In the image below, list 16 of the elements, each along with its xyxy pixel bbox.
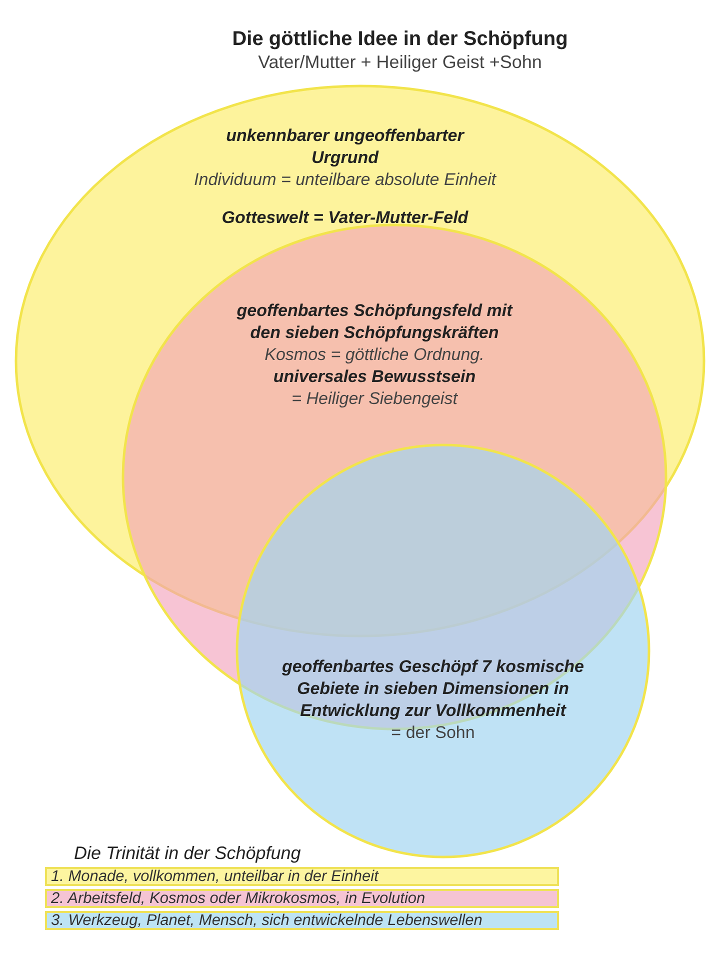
legend-band: 2. Arbeitsfeld, Kosmos oder Mikrokosmos, in Evolution [45,889,559,908]
title: Die göttliche Idee in der Schöpfung [231,28,569,51]
body-text: = der Sohn [391,722,475,744]
ellipse-region [15,85,705,637]
heading-text: geoffenbartes Schöpfungsfeld mit den sieben Schöpfungskräften [224,300,524,344]
heading-text: universales Bewusstsein [224,366,524,388]
legend-band: 3. Werkzeug, Planet, Mensch, sich entwickelnde Lebenswellen [45,911,559,930]
heading-text: unkennbarer ungeoffenbarter Urgrund [195,125,495,169]
subtitle: Vater/Mutter + Heiliger Geist +Sohn [257,52,543,73]
legend-heading: Die Trinität in der Schöpfung [74,843,301,864]
heading-text: geoffenbartes Geschöpf 7 kosmische Gebiete in sieben Dimensionen in Entwicklung zur Vollkommenheit [253,656,613,722]
legend-band: 1. Monade, vollkommen, unteilbar in der Einheit [45,867,559,886]
heading-text: Gotteswelt = Vater-Mutter-Feld [195,207,495,229]
body-text: = Heiliger Siebengeist [292,388,458,410]
body-text: Kosmos = göttliche Ordnung. [264,344,484,366]
body-text: Individuum = unteilbare absolute Einheit [194,169,496,191]
